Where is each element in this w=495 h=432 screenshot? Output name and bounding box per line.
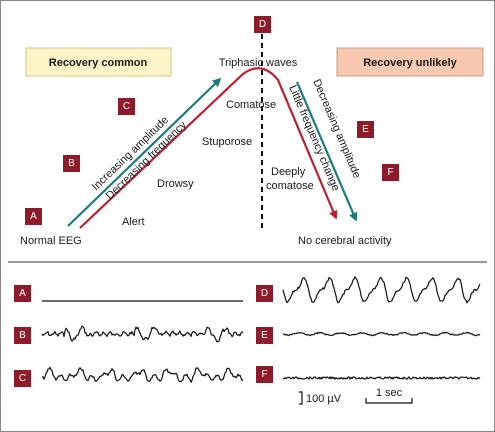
- state-comatose: Comatose: [226, 99, 276, 111]
- svg-text:B: B: [19, 330, 26, 341]
- badge-trace-d: D: [256, 285, 273, 302]
- state-deeply: Deeply: [271, 166, 306, 178]
- state-stuporose: Stuporose: [202, 136, 252, 148]
- svg-text:E: E: [261, 330, 268, 341]
- svg-text:D: D: [259, 19, 266, 30]
- svg-text:A: A: [30, 211, 37, 222]
- badge-trace-b: B: [14, 327, 31, 344]
- amplitude-scale-label: 100 µV: [306, 393, 342, 405]
- teal-arrow-up: [67, 77, 222, 227]
- badge-trace-f: F: [256, 366, 273, 383]
- diagram-badges: A B C D E F: [25, 16, 399, 225]
- badge-diagram-d: D: [254, 16, 271, 33]
- badge-diagram-c: C: [118, 98, 135, 115]
- badge-diagram-e: E: [357, 121, 374, 138]
- svg-text:F: F: [387, 167, 393, 178]
- teal-arrow-down: [295, 81, 358, 222]
- recovery-common-label: Recovery common: [49, 57, 148, 69]
- recovery-unlikely-box: [336, 47, 484, 77]
- time-scale-bar: [365, 398, 413, 404]
- svg-text:E: E: [362, 124, 369, 135]
- triphasic-waves-label: Triphasic waves: [219, 57, 298, 69]
- eeg-trace-b: [41, 325, 244, 343]
- svg-text:D: D: [261, 288, 268, 299]
- badge-diagram-b: B: [63, 155, 80, 172]
- badge-diagram-f: F: [382, 164, 399, 181]
- badge-diagram-a: A: [25, 208, 42, 225]
- no-cerebral-activity-label: No cerebral activity: [298, 235, 392, 247]
- svg-text:B: B: [68, 158, 75, 169]
- eeg-trace-d: [282, 276, 481, 304]
- eeg-trace-f: [282, 376, 481, 380]
- recovery-common-box: [25, 47, 172, 77]
- normal-eeg-label: Normal EEG: [20, 235, 82, 247]
- svg-text:A: A: [19, 288, 26, 299]
- eeg-trace-c: [41, 366, 244, 383]
- badge-trace-a: A: [14, 285, 31, 302]
- trace-badges: A B C D E F: [14, 285, 273, 387]
- badge-trace-e: E: [256, 327, 273, 344]
- state-deeply-comatose: comatose: [266, 180, 314, 192]
- state-alert: Alert: [122, 216, 145, 228]
- recovery-unlikely-label: Recovery unlikely: [363, 57, 457, 69]
- badge-trace-c: C: [14, 370, 31, 387]
- red-progression-curve: [79, 67, 338, 229]
- svg-text:F: F: [261, 369, 267, 380]
- eeg-trace-e: [282, 331, 481, 337]
- svg-text:C: C: [19, 373, 26, 384]
- state-drowsy: Drowsy: [157, 178, 194, 190]
- amplitude-scale-bar: [299, 391, 303, 405]
- time-scale-label: 1 sec: [376, 387, 403, 399]
- svg-text:C: C: [123, 101, 130, 112]
